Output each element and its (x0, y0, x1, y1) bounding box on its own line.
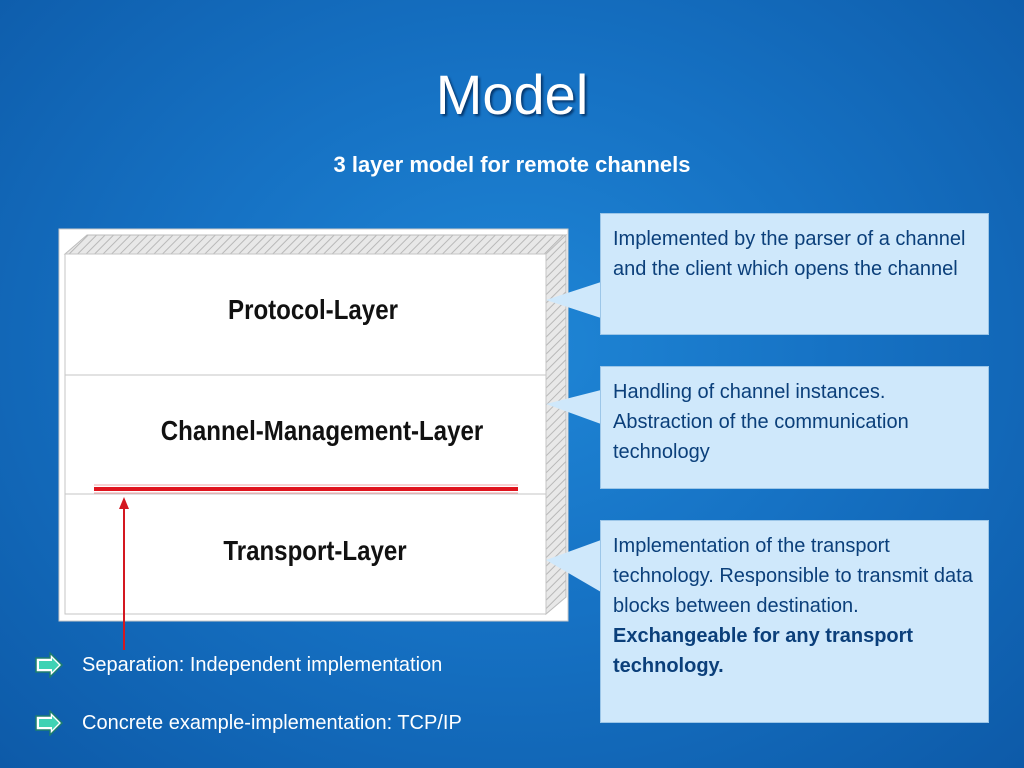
slide-title: Model (435, 63, 589, 126)
channel-management-layer-box (64, 374, 547, 495)
callout-transport: Implementation of the transport technolo… (600, 520, 989, 723)
channel-management-layer-label: Channel-Management-Layer (160, 415, 484, 446)
callout-transport-text: Implementation of the transport technolo… (613, 535, 973, 617)
arrow-icon (35, 652, 64, 678)
bullet-separation-text: Separation: Independent implementation (82, 653, 443, 676)
protocol-layer-box (64, 253, 547, 376)
callout-pointer-2 (546, 390, 601, 424)
callout-pointer-3 (546, 540, 601, 592)
callout-protocol-text: Implemented by the parser of a channel a… (613, 228, 966, 280)
callout-channel-management: Handling of channel instances. Abstracti… (600, 366, 989, 489)
bullet-example: Concrete example-implementation: TCP/IP (34, 710, 462, 736)
transport-layer-box (64, 493, 547, 615)
bullet-example-text: Concrete example-implementation: TCP/IP (82, 711, 462, 734)
layer-stack-top-face (63, 234, 568, 255)
slide-subtitle: 3 layer model for remote channels (333, 152, 691, 177)
callout-pointer-1 (546, 282, 601, 318)
bullet-separation: Separation: Independent implementation (34, 652, 442, 678)
separation-arrow-head (119, 497, 129, 509)
arrow-icon (35, 710, 64, 736)
transport-layer-label: Transport-Layer (223, 535, 407, 566)
callout-channel-management-text: Handling of channel instances. Abstracti… (613, 381, 909, 463)
callout-transport-emphasis: Exchangeable for any transport technolog… (613, 625, 914, 677)
callout-protocol: Implemented by the parser of a channel a… (600, 213, 989, 335)
protocol-layer-label: Protocol-Layer (228, 294, 398, 325)
